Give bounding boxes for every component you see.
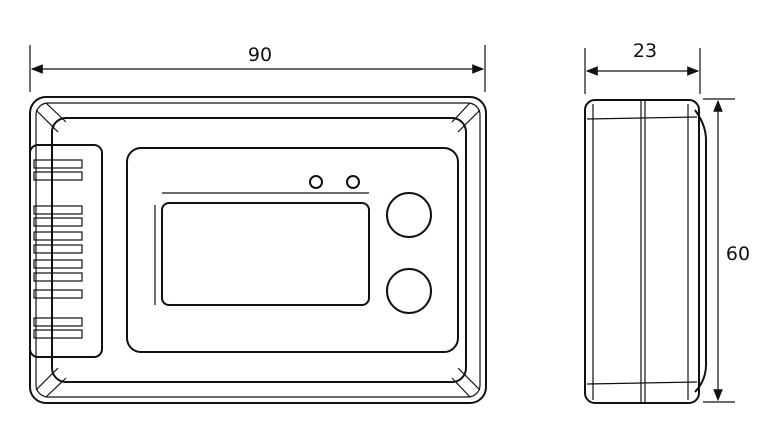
width-dimension: 90 — [29, 44, 486, 92]
height-dimension: 60 — [703, 98, 750, 403]
button-lower — [386, 268, 432, 314]
connector-fin — [33, 259, 83, 269]
connector-fin — [33, 289, 83, 299]
depth-label: 23 — [633, 40, 657, 62]
display-panel — [126, 147, 459, 353]
connector-fin — [33, 329, 83, 339]
indicator-led-1 — [309, 175, 323, 189]
connector-fin — [33, 159, 83, 169]
indicator-led-2 — [346, 175, 360, 189]
connector-fin — [33, 217, 83, 227]
connector-fin — [33, 205, 83, 215]
connector-fin — [33, 244, 83, 254]
height-label: 60 — [726, 243, 750, 265]
depth-dimension: 23 — [584, 40, 701, 94]
connector-block — [29, 144, 103, 358]
button-upper — [386, 192, 432, 238]
connector-fin — [33, 272, 83, 282]
connector-fin — [33, 171, 83, 181]
connector-fin — [33, 231, 83, 241]
side-view — [584, 99, 707, 404]
front-view — [29, 96, 487, 404]
width-label: 90 — [248, 44, 272, 66]
connector-fin — [33, 317, 83, 327]
lcd-screen — [161, 202, 370, 306]
